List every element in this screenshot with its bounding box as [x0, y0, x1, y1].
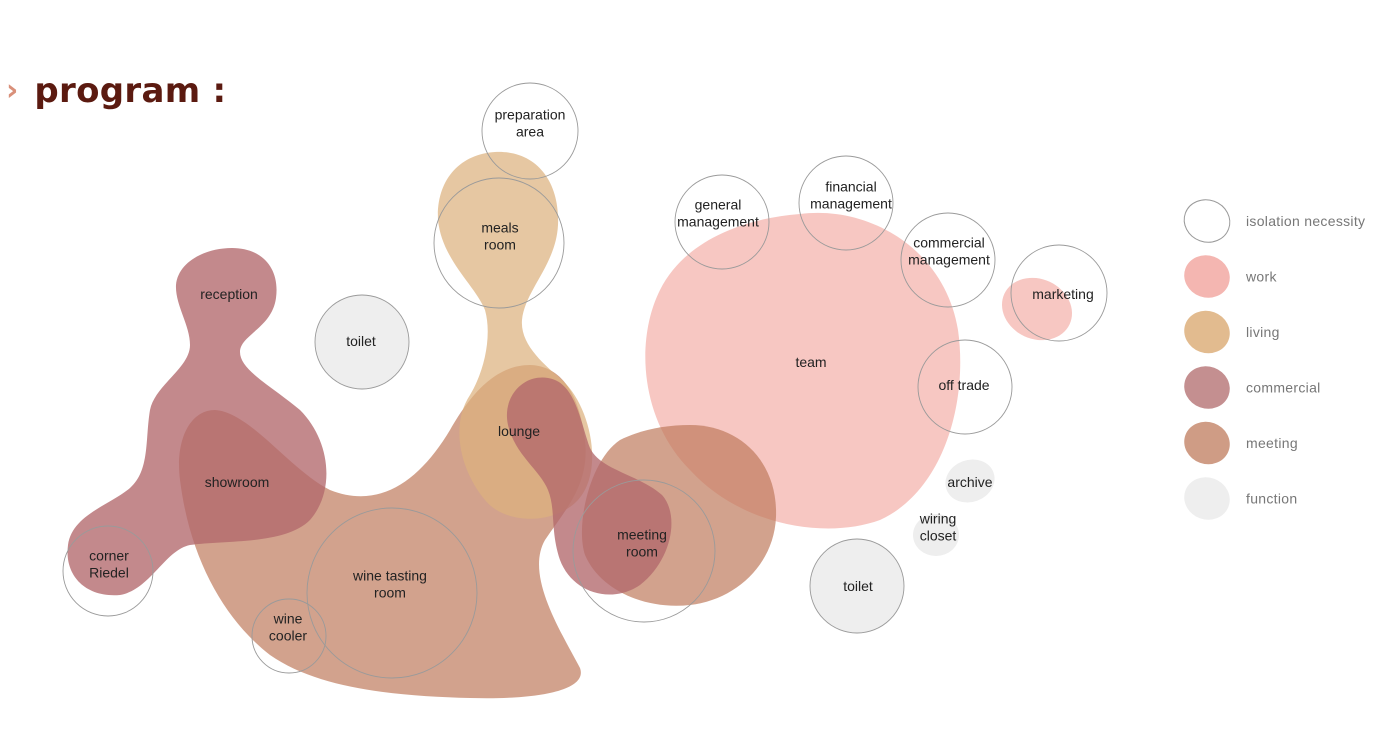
toilet-1-label: toilet [346, 333, 376, 349]
legend-swatch-living [1184, 310, 1230, 354]
team-label: team [795, 354, 826, 370]
commercial-management-outline [900, 212, 996, 308]
legend: isolation necessity work living commercial m… [1183, 199, 1365, 520]
legend-swatch-commercial [1184, 366, 1230, 409]
meals-room-outline [433, 177, 565, 309]
financial-management-outline [798, 155, 894, 251]
showroom-label: showroom [205, 474, 270, 490]
legend-label-commercial: commercial [1246, 380, 1321, 396]
legend-label-work: work [1245, 269, 1277, 285]
legend-swatch-isolation [1183, 199, 1231, 243]
legend-swatch-meeting [1184, 421, 1230, 465]
wine-tasting-room-outline [306, 507, 478, 679]
wine-cooler-outline [251, 598, 327, 674]
page-title: program : [34, 71, 227, 111]
commercial-link-zone [506, 377, 672, 595]
off-trade-label: off trade [938, 377, 989, 393]
archive-zone [945, 459, 995, 503]
legend-label-living: living [1246, 324, 1280, 340]
wiring-closet-zone [913, 514, 959, 556]
corner-riedel-outline [62, 525, 154, 617]
toilet-2-zone [810, 539, 904, 633]
toilet-1-outline [314, 294, 410, 390]
lounge-label: lounge [498, 423, 540, 439]
legend-label-isolation: isolation necessity [1246, 213, 1365, 229]
chevron-right-icon: › [6, 73, 19, 108]
toilet-2-label: toilet [843, 578, 873, 594]
off-trade-outline [917, 339, 1013, 435]
marketing-label: marketing [1032, 286, 1093, 302]
toilet-2-outline [809, 538, 905, 634]
marketing-zone [1001, 277, 1073, 341]
reception-label: reception [200, 286, 258, 302]
isolation-outlines [62, 82, 1108, 679]
toilet-1-zone [315, 295, 409, 389]
legend-swatch-work [1184, 255, 1230, 298]
legend-label-meeting: meeting [1246, 435, 1298, 451]
general-management-outline [674, 174, 770, 270]
meeting-room-outline [572, 479, 716, 623]
archive-label: archive [947, 474, 992, 490]
legend-swatch-function [1184, 477, 1230, 520]
page-header: › program : [6, 74, 226, 108]
preparation-area-outline [481, 82, 579, 180]
legend-label-function: function [1246, 491, 1297, 507]
commercial-zone [67, 248, 327, 596]
marketing-outline [1010, 244, 1108, 342]
